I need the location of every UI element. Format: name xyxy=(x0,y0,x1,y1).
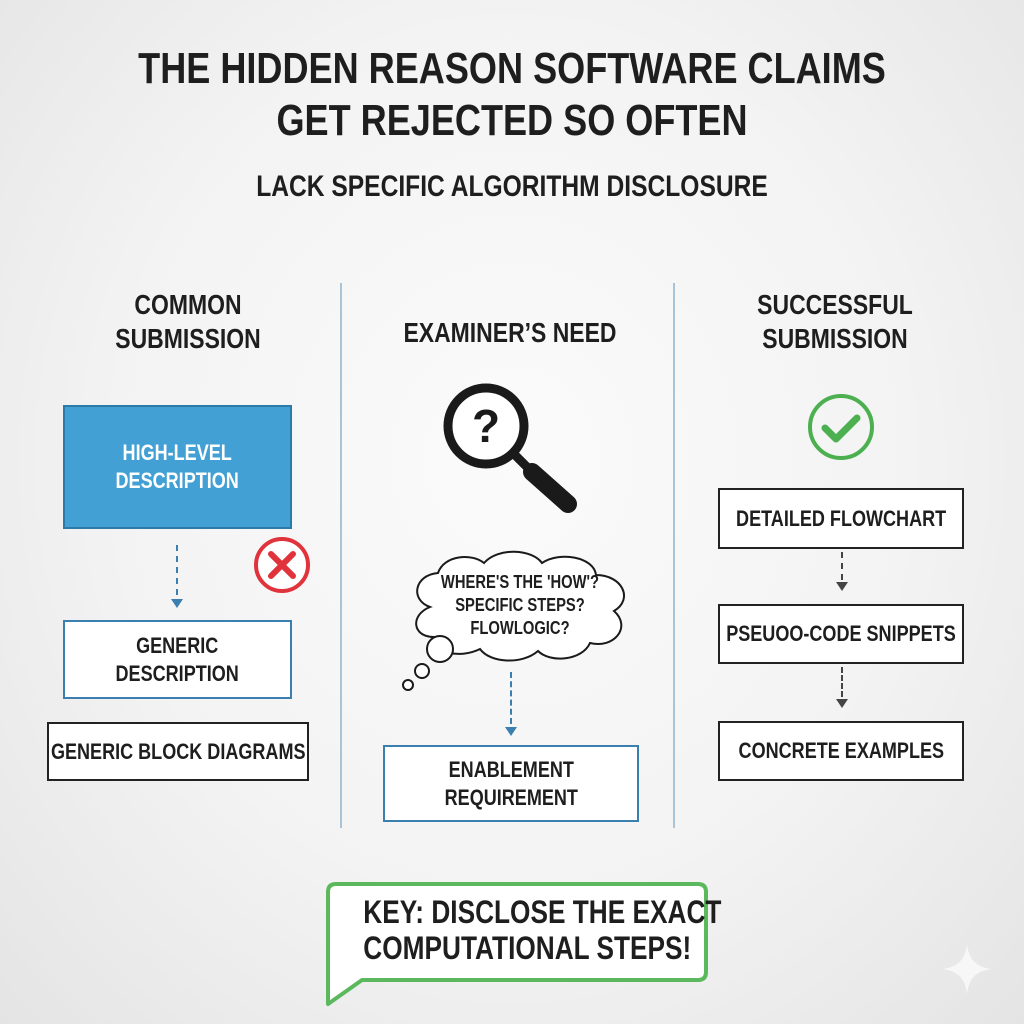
examiners-need-heading: EXAMINER’S NEED xyxy=(403,317,617,348)
generic-description-box: GENERIC DESCRIPTION xyxy=(63,620,292,699)
sparkle-icon xyxy=(942,944,992,994)
key-line: COMPUTATIONAL STEPS! xyxy=(363,930,692,966)
box-label: DETAILED FLOWCHART xyxy=(735,505,947,531)
thought-line: WHERE'S THE 'HOW'? xyxy=(440,572,600,592)
svg-text:?: ? xyxy=(472,400,500,452)
box-label: DESCRIPTION xyxy=(115,468,240,493)
column-divider-right xyxy=(673,283,675,828)
arrow-down-icon xyxy=(505,727,517,736)
box-label: HIGH-LEVEL xyxy=(122,440,233,465)
box-label: REQUIREMENT xyxy=(444,784,578,810)
flow-connector xyxy=(841,552,843,580)
x-circle-icon xyxy=(254,537,310,593)
box-label: PSEUOO-CODE SNIPPETS xyxy=(726,621,956,646)
heading-line: SUBMISSION xyxy=(762,323,908,354)
arrow-down-icon xyxy=(836,699,848,708)
concrete-examples-box: CONCRETE EXAMPLES xyxy=(718,721,964,781)
title-line-2: GET REJECTED SO OFTEN xyxy=(276,96,748,145)
detailed-flowchart-box: DETAILED FLOWCHART xyxy=(718,488,964,549)
title-line-1: THE HIDDEN REASON SOFTWARE CLAIMS xyxy=(138,44,886,93)
heading-line: COMMON xyxy=(134,289,242,320)
box-label: ENABLEMENT xyxy=(448,756,574,782)
box-label: DESCRIPTION xyxy=(115,660,240,686)
pseudo-code-snippets-box: PSEUOO-CODE SNIPPETS xyxy=(718,604,964,664)
key-callout-bubble xyxy=(326,882,708,1006)
thought-text: WHERE'S THE 'HOW'? SPECIFIC STEPS? FLOWL… xyxy=(420,571,620,640)
heading-line: SUCCESSFUL xyxy=(757,289,913,320)
thought-line: FLOWLOGIC? xyxy=(470,618,570,638)
flow-connector xyxy=(510,672,512,724)
successful-submission-heading: SUCCESSFUL SUBMISSION xyxy=(724,288,945,356)
enablement-requirement-box: ENABLEMENT REQUIREMENT xyxy=(383,745,639,822)
thought-line: SPECIFIC STEPS? xyxy=(455,595,585,615)
key-line: KEY: DISCLOSE THE EXACT xyxy=(363,894,722,930)
box-label: CONCRETE EXAMPLES xyxy=(738,738,944,763)
heading-line: SUBMISSION xyxy=(115,323,261,354)
magnifier-question-icon: ? xyxy=(443,383,577,513)
check-circle-icon xyxy=(808,394,874,460)
column-divider-left xyxy=(340,283,342,828)
box-label: GENERIC xyxy=(136,632,219,658)
flow-connector xyxy=(841,667,843,697)
flow-connector xyxy=(176,545,178,595)
arrow-down-icon xyxy=(171,599,183,608)
generic-block-diagrams-box: GENERIC BLOCK DIAGRAMS xyxy=(47,722,309,781)
high-level-description-box: HIGH-LEVEL DESCRIPTION xyxy=(63,405,292,529)
common-submission-heading: COMMON SUBMISSION xyxy=(83,288,293,356)
thought-cloud xyxy=(402,550,625,691)
box-label: GENERIC BLOCK DIAGRAMS xyxy=(50,738,306,764)
key-callout-text: KEY: DISCLOSE THE EXACT COMPUTATIONAL ST… xyxy=(330,894,722,966)
subtitle: LACK SPECIFIC ALGORITHM DISCLOSURE xyxy=(256,170,768,203)
arrow-down-icon xyxy=(836,582,848,591)
